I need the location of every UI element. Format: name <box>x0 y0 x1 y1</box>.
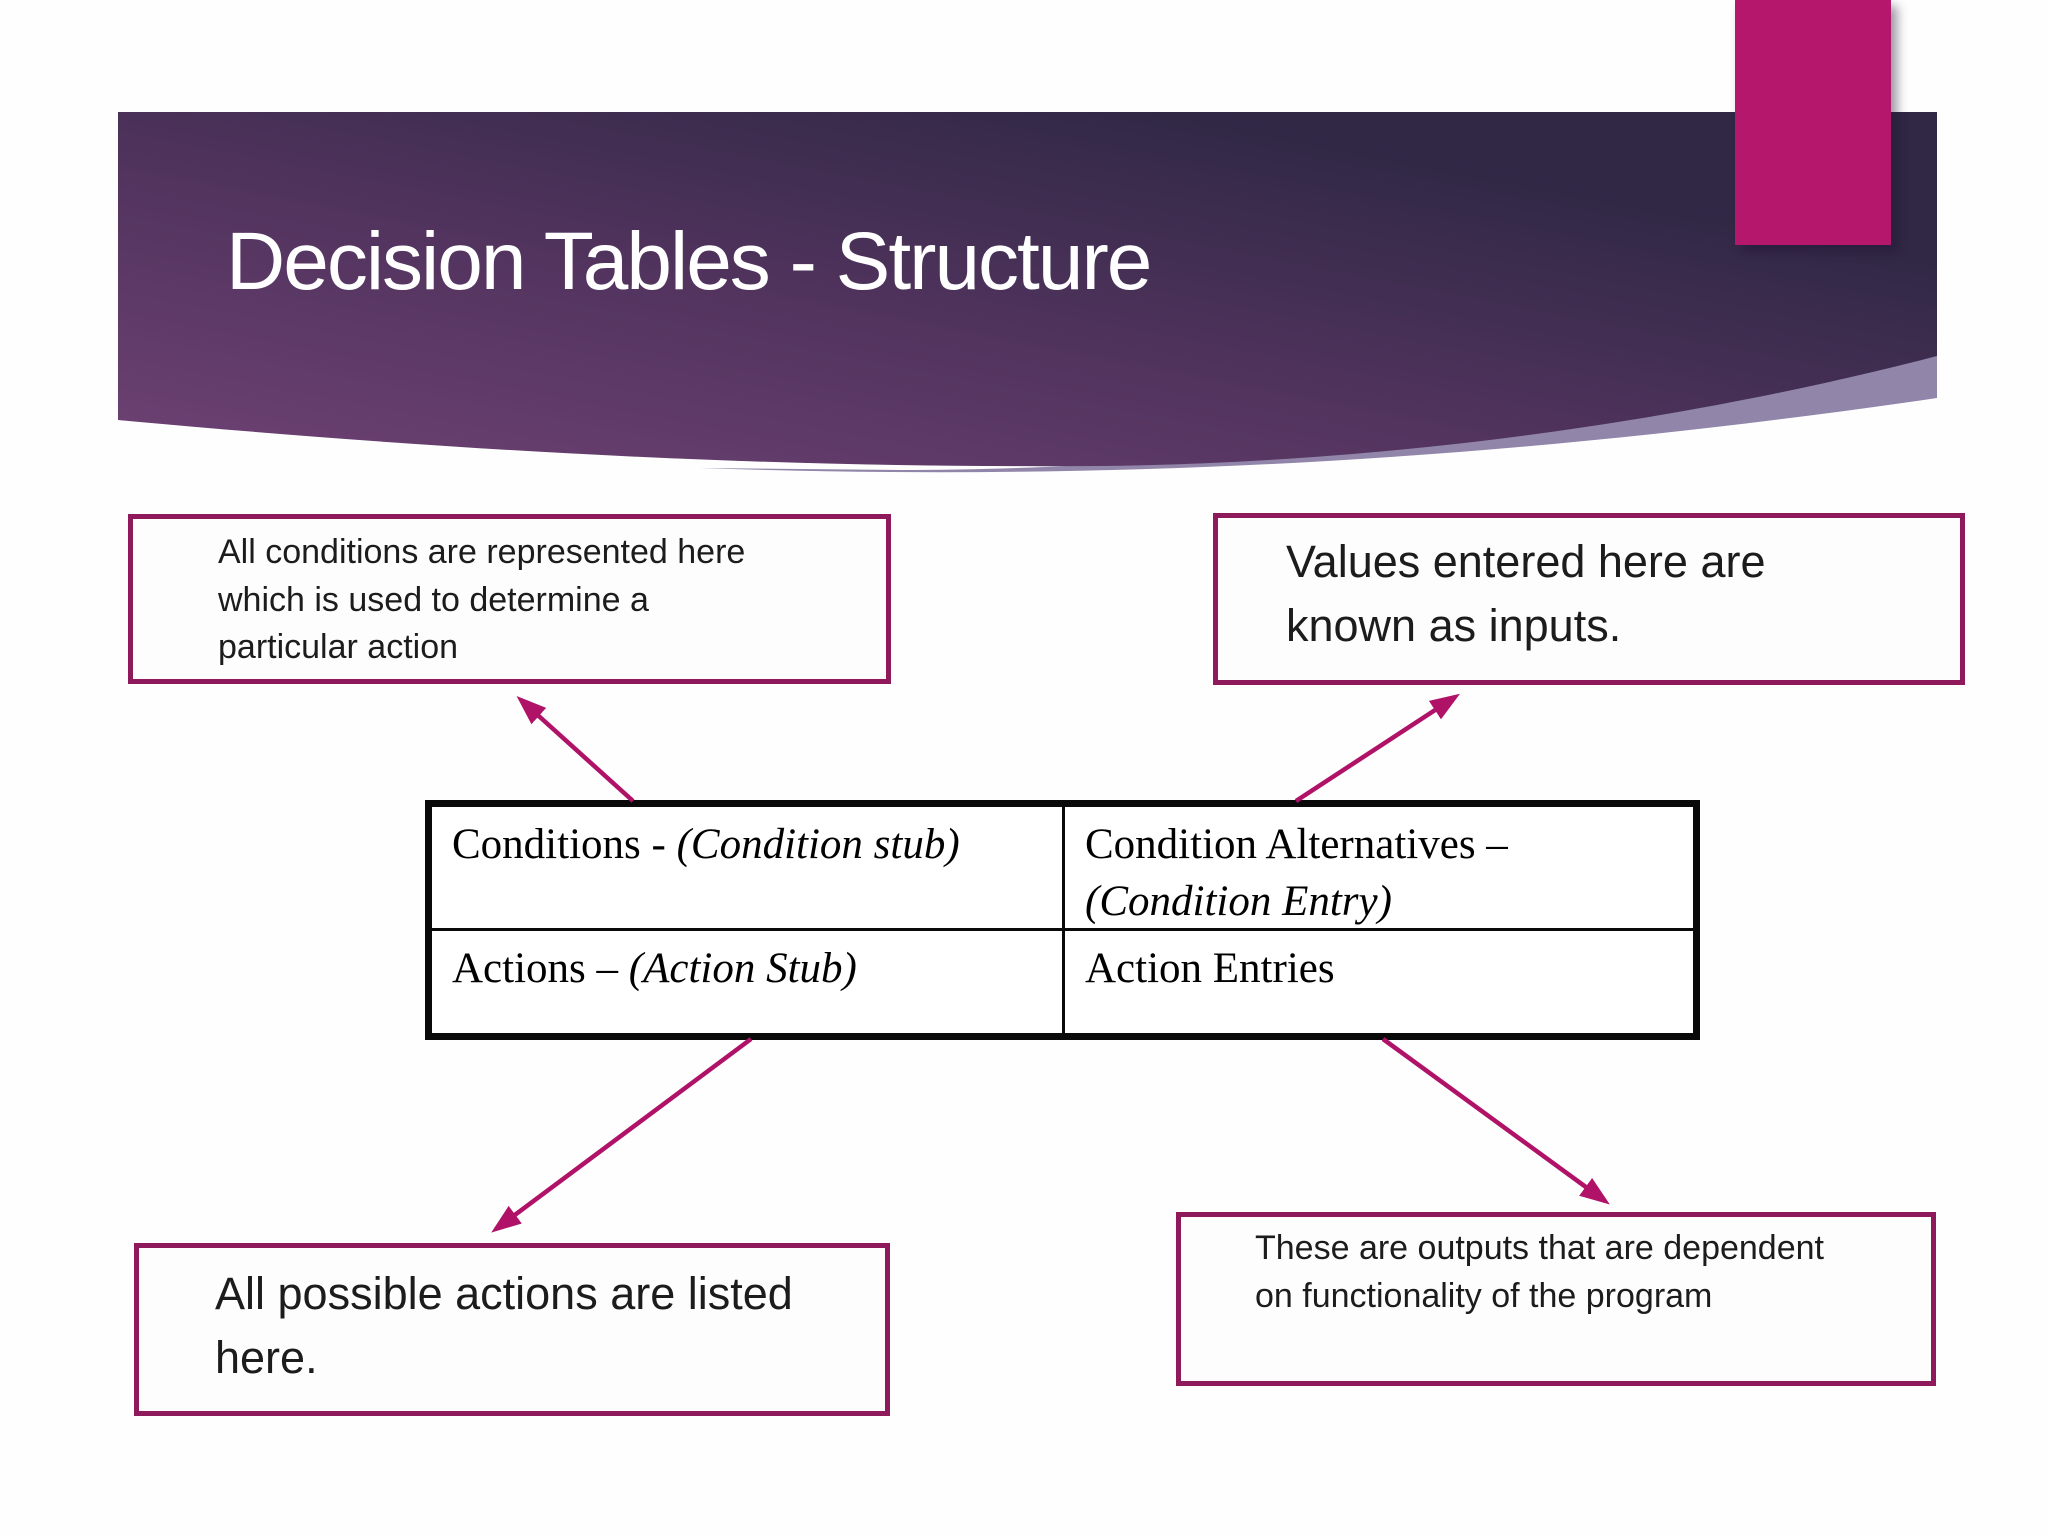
callout-inputs-text: Values entered here are known as inputs. <box>1286 536 1766 651</box>
callout-conditions-text: All conditions are represented here whic… <box>218 533 746 667</box>
arrow-to-conditions-callout <box>516 695 635 803</box>
table-cell-action-entries: Action Entries <box>1065 931 1693 1033</box>
cell-label-italic: (Action Stub) <box>628 945 857 992</box>
table-cell-condition-stub: Conditions - (Condition stub) <box>432 807 1065 931</box>
cell-label: Actions – <box>452 945 629 992</box>
cell-label: Conditions - <box>452 821 677 868</box>
cell-label-italic: (Condition Entry) <box>1085 877 1392 925</box>
arrow-to-actions-callout <box>491 1037 753 1233</box>
cell-label-italic: (Condition stub) <box>676 821 960 868</box>
callout-outputs-text: These are outputs that are dependent on … <box>1255 1229 1824 1315</box>
header-banner <box>118 112 1937 473</box>
callout-actions: All possible actions are listed here. <box>134 1243 890 1416</box>
cell-label: Condition Alternatives – <box>1085 821 1508 868</box>
callout-actions-text: All possible actions are listed here. <box>215 1268 793 1383</box>
table-cell-action-stub: Actions – (Action Stub) <box>432 931 1065 1033</box>
table-cell-condition-entry: Condition Alternatives – (Condition Entr… <box>1065 807 1693 931</box>
callout-outputs: These are outputs that are dependent on … <box>1176 1212 1936 1386</box>
cell-label: Action Entries <box>1085 945 1335 992</box>
arrow-to-inputs-callout <box>1294 693 1461 803</box>
banner-wave-main <box>118 112 1937 467</box>
callout-inputs: Values entered here are known as inputs. <box>1213 513 1965 685</box>
callout-conditions: All conditions are represented here whic… <box>128 514 891 684</box>
page-title: Decision Tables - Structure <box>226 216 1152 307</box>
arrow-to-outputs-callout <box>1381 1037 1610 1205</box>
accent-bar <box>1735 0 1891 245</box>
banner-wave-light <box>700 300 1937 473</box>
decision-table: Conditions - (Condition stub) Condition … <box>425 800 1700 1040</box>
